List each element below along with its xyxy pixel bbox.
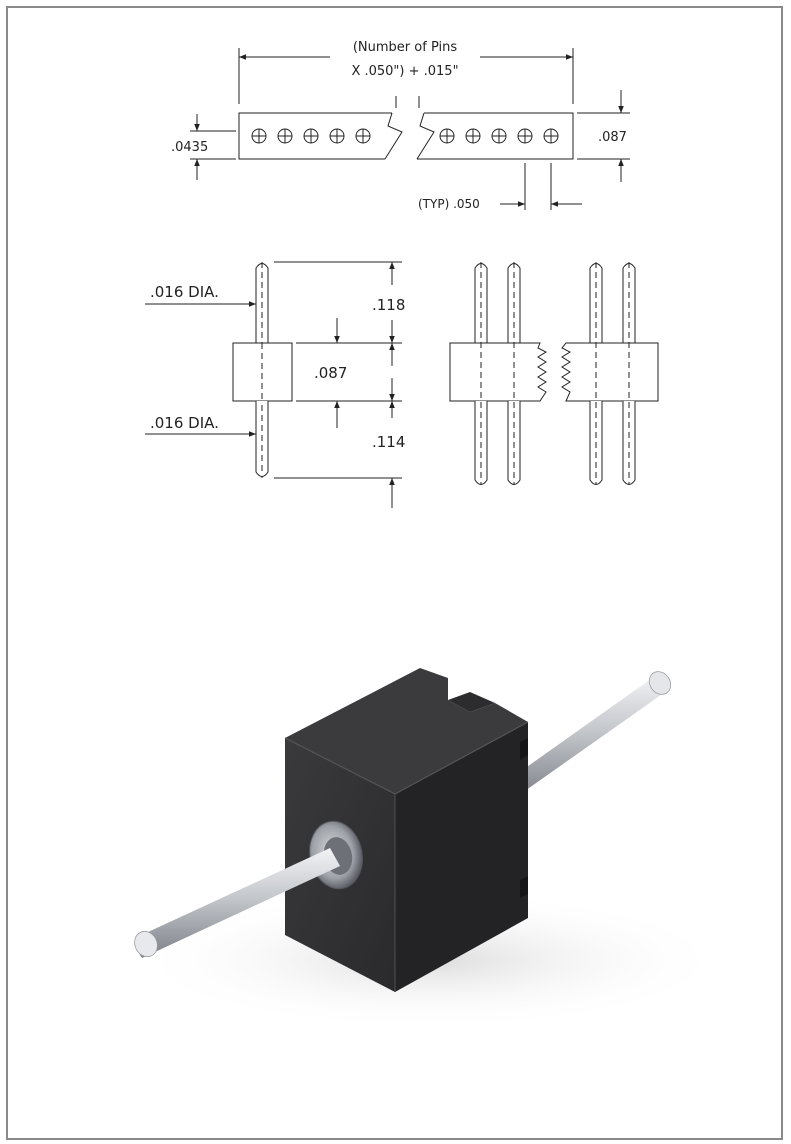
- side-view-single: [145, 261, 402, 508]
- side-view-multi: [449, 262, 659, 485]
- pin-diameter-top-label: .016 DIA.: [150, 283, 219, 301]
- length-label-line2: X .050") + .015": [351, 64, 458, 79]
- top-pin-length-label: .118: [372, 296, 405, 314]
- width-label: .0435: [171, 140, 208, 155]
- pitch-label: (TYP) .050: [418, 197, 480, 211]
- length-label-line1: (Number of Pins: [353, 40, 457, 55]
- top-view-pin-holes-left: [251, 128, 371, 144]
- top-view-pin-holes-right: [439, 128, 559, 144]
- single-pin-header-3d-render: [130, 668, 730, 1030]
- body-height-label: .087: [314, 364, 347, 382]
- strip-height-label: .087: [598, 130, 627, 145]
- pin-diameter-bottom-label: .016 DIA.: [150, 414, 219, 432]
- bottom-pin-length-label: .114: [372, 433, 405, 451]
- top-view: [190, 48, 630, 210]
